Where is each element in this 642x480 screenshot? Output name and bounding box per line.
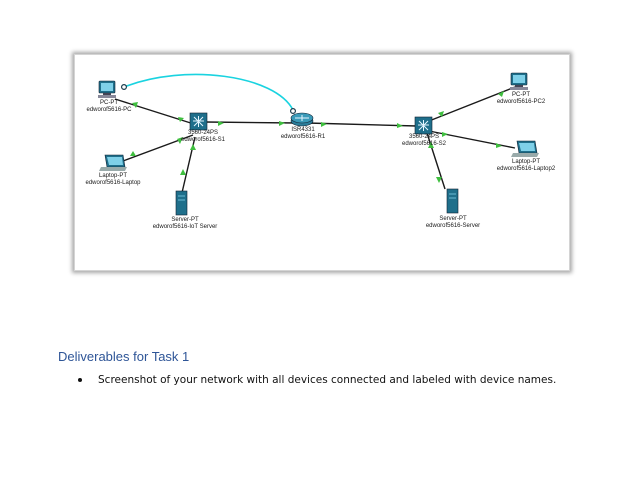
port-up-triangle bbox=[496, 143, 502, 148]
port-up-triangle bbox=[498, 91, 504, 97]
list-item-text: Screenshot of your network with all devi… bbox=[98, 374, 557, 386]
device-name: edworof5616-Laptop2 bbox=[496, 166, 556, 172]
port-up-triangle bbox=[279, 121, 285, 126]
port-up-triangle bbox=[190, 144, 196, 150]
port-up-triangle bbox=[177, 137, 183, 144]
server-right-label: Server-PT edworof5616-Server bbox=[426, 216, 480, 230]
router-icon bbox=[290, 112, 314, 127]
device-type: Laptop-PT bbox=[98, 173, 128, 179]
port-status-indicators bbox=[130, 91, 504, 183]
list-item: Screenshot of your network with all devi… bbox=[78, 374, 556, 386]
port-up-triangle bbox=[436, 177, 442, 183]
link-s2-pc2 bbox=[428, 86, 516, 122]
device-type: 3560-24PS bbox=[408, 134, 440, 140]
device-name: edworof5616-PC bbox=[86, 107, 132, 113]
device-type: PC-PT bbox=[512, 92, 530, 98]
port-up-triangle bbox=[218, 121, 224, 126]
port-up-triangle bbox=[397, 123, 403, 128]
link-s2-server bbox=[426, 132, 446, 190]
server-icon bbox=[446, 188, 459, 214]
switch-icon bbox=[414, 116, 433, 135]
device-type: Laptop-PT bbox=[511, 159, 541, 165]
device-type: Server-PT bbox=[171, 217, 199, 223]
pc-icon bbox=[510, 72, 528, 90]
console-endpoint-pc bbox=[120, 84, 127, 91]
device-name: edworof5616-S1 bbox=[180, 137, 226, 143]
laptop2-label: Laptop-PT edworof5616-Laptop2 bbox=[497, 159, 555, 173]
bullet-icon bbox=[78, 378, 82, 382]
device-name: edworof5616-IoT Server bbox=[152, 224, 218, 230]
laptop-icon bbox=[99, 154, 127, 171]
device-name: edworof5616-PC2 bbox=[496, 99, 546, 105]
laptop-label: Laptop-PT edworof5616-Laptop bbox=[85, 173, 140, 187]
pc-icon bbox=[98, 80, 116, 98]
device-name: edworof5616-S2 bbox=[401, 141, 447, 147]
console-endpoint-router bbox=[290, 107, 297, 114]
laptop-icon bbox=[511, 140, 539, 157]
port-up-triangle bbox=[132, 102, 138, 108]
port-up-triangle bbox=[442, 132, 448, 137]
port-up-triangle bbox=[428, 142, 434, 148]
section-heading: Deliverables for Task 1 bbox=[58, 349, 190, 364]
device-type: 3560-24PS bbox=[187, 130, 219, 136]
server-icon bbox=[175, 190, 188, 216]
switch-s1-label: 3560-24PS edworof5616-S1 bbox=[181, 130, 225, 144]
topology-canvas bbox=[98, 72, 539, 216]
server-left-label: Server-PT edworof5616-IoT Server bbox=[153, 217, 218, 231]
pc-label: PC-PT edworof5616-PC bbox=[86, 100, 131, 114]
device-name: edworof5616-Laptop bbox=[85, 180, 141, 186]
console-cable bbox=[123, 73, 294, 111]
port-up-triangle bbox=[321, 122, 327, 127]
switch-icon bbox=[189, 112, 208, 131]
device-name: edworof5616-Server bbox=[425, 223, 481, 229]
router-label: ISR4331 edworof5616-R1 bbox=[281, 127, 325, 141]
link-pc-s1 bbox=[114, 98, 198, 126]
network-links bbox=[114, 86, 516, 198]
network-topology-screenshot: PC-PT edworof5616-PC Laptop-PT edworof56… bbox=[74, 54, 570, 271]
switch-s2-label: 3560-24PS edworof5616-S2 bbox=[402, 134, 446, 148]
port-up-triangle bbox=[180, 169, 186, 175]
port-up-triangle bbox=[130, 151, 136, 156]
device-type: PC-PT bbox=[100, 100, 118, 106]
port-up-triangle bbox=[178, 117, 184, 122]
device-type: ISR4331 bbox=[291, 127, 315, 133]
device-type: Server-PT bbox=[439, 216, 467, 222]
device-name: edworof5616-R1 bbox=[280, 134, 326, 140]
port-up-triangle bbox=[438, 111, 444, 117]
pc2-label: PC-PT edworof5616-PC2 bbox=[497, 92, 545, 106]
